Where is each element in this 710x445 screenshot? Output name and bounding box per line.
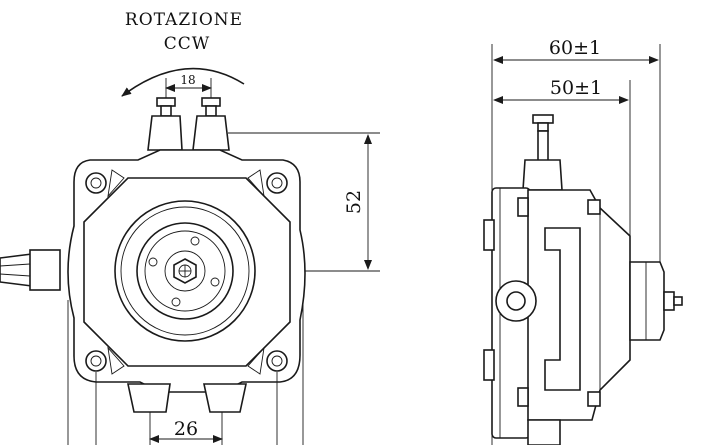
screw-bottom-right <box>247 346 288 375</box>
bottom-leg-right <box>203 383 247 413</box>
front-view: ROTAZIONE CCW 18 52 <box>0 10 380 445</box>
bottom-spacing-dimension: 26 <box>149 418 223 443</box>
screw-bottom-left <box>85 346 125 375</box>
overall-depth-label: 60±1 <box>549 37 601 59</box>
bottom-spacing-label: 26 <box>174 418 198 440</box>
shaft-nut <box>173 258 197 284</box>
terminal-spacing-label: 18 <box>180 73 195 87</box>
side-cable-gland <box>495 280 537 322</box>
side-view: 60±1 50±1 <box>483 37 683 445</box>
bottom-leg-left <box>127 383 171 413</box>
rotation-title: ROTAZIONE <box>125 10 243 30</box>
cable <box>0 249 61 291</box>
side-shaft-hub <box>629 261 683 341</box>
rotation-arrow <box>121 67 245 97</box>
screw-top-right <box>247 169 288 198</box>
body-depth-dimension: 50±1 <box>493 77 629 104</box>
rotation-direction: CCW <box>164 34 211 54</box>
terminal-right <box>192 97 230 151</box>
screw-top-left <box>85 169 125 198</box>
rotor-ring <box>136 222 234 320</box>
body-depth-label: 50±1 <box>550 77 602 99</box>
terminal-left <box>147 97 183 151</box>
terminal-spacing-dimension: 18 <box>165 73 212 100</box>
side-terminal <box>522 114 563 191</box>
overall-depth-dimension: 60±1 <box>493 37 659 64</box>
height-label: 52 <box>343 190 365 214</box>
stator-outer-ring <box>114 200 256 342</box>
side-body <box>527 189 631 421</box>
